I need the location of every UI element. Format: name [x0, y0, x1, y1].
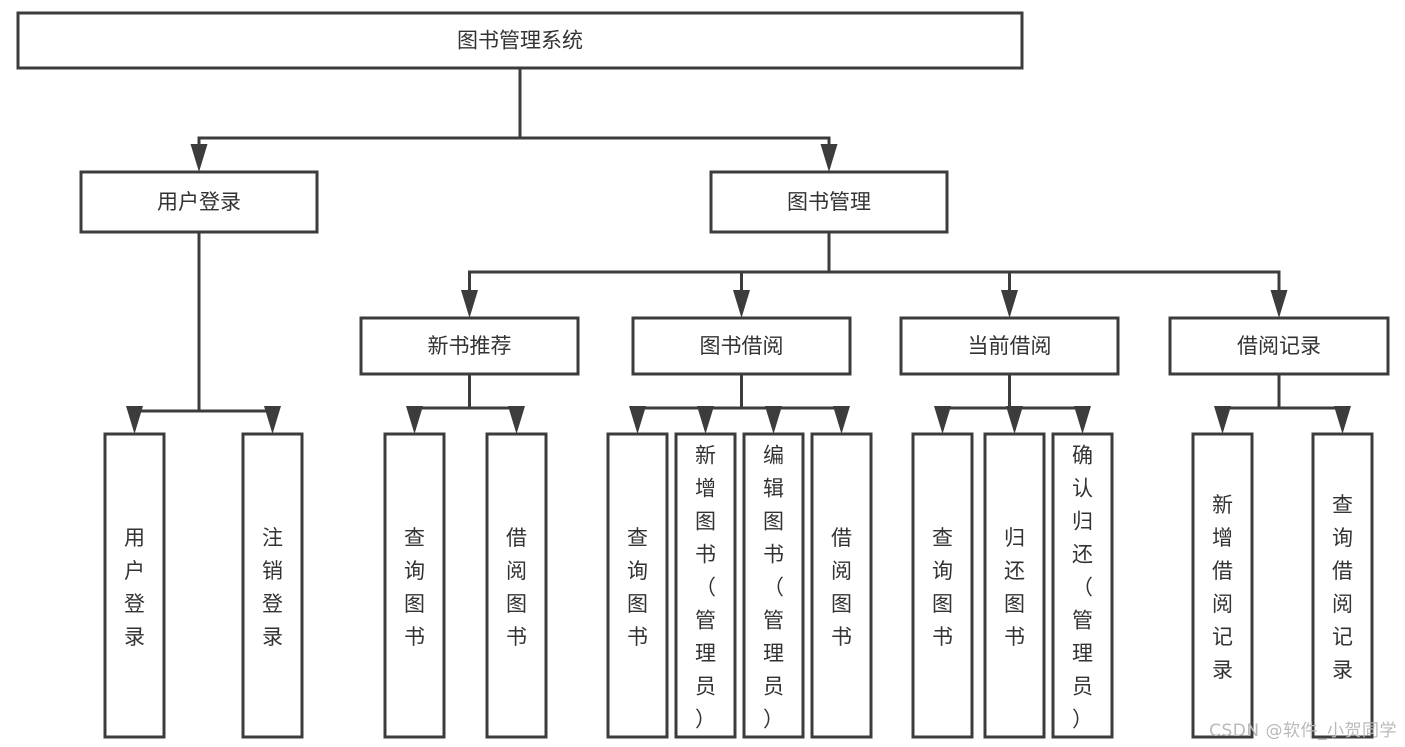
node-user-login[interactable]: 用户登录	[79, 170, 319, 234]
node-box-leaf-borrow-book-rec[interactable]	[485, 432, 548, 739]
node-label-leaf-user-login: 用户登录	[124, 526, 145, 649]
node-leaf-user-login[interactable]: 用户登录	[103, 432, 166, 739]
node-label-leaf-query-book-cur: 查询图书	[932, 526, 953, 649]
node-leaf-return-book[interactable]: 归还图书	[983, 432, 1046, 739]
node-box-leaf-query-book-rec[interactable]	[383, 432, 446, 739]
node-label-user-login: 用户登录	[157, 190, 241, 214]
node-box-current-borrow[interactable]	[899, 316, 1120, 376]
node-box-leaf-query-book[interactable]	[606, 432, 669, 739]
node-box-leaf-logout[interactable]	[241, 432, 304, 739]
node-label-leaf-add-book: 新增图书（管理员）	[695, 444, 716, 732]
arrow-head-leaf-logout	[264, 406, 281, 434]
arrow-head-leaf-edit-book	[765, 406, 782, 434]
node-leaf-query-book-cur[interactable]: 查询图书	[911, 432, 974, 739]
node-leaf-borrow-book-rec[interactable]: 借阅图书	[485, 432, 548, 739]
node-label-book-borrow: 图书借阅	[700, 334, 784, 358]
node-box-book-borrow[interactable]	[631, 316, 852, 376]
node-box-leaf-confirm-return[interactable]	[1051, 432, 1114, 739]
arrow-head-leaf-query-book	[629, 406, 646, 434]
node-box-user-login[interactable]	[79, 170, 319, 234]
node-box-leaf-edit-book[interactable]	[742, 432, 805, 739]
node-box-leaf-add-book[interactable]	[674, 432, 737, 739]
node-current-borrow[interactable]: 当前借阅	[899, 316, 1120, 376]
node-box-root[interactable]	[16, 11, 1024, 70]
arrow-head-leaf-add-record	[1214, 406, 1231, 434]
node-label-book-manage: 图书管理	[787, 190, 871, 214]
node-label-borrow-record: 借阅记录	[1237, 334, 1321, 358]
node-label-leaf-edit-book: 编辑图书（管理员）	[763, 444, 784, 732]
arrow-head-book-borrow	[733, 290, 750, 318]
arrow-head-leaf-borrow-book	[833, 406, 850, 434]
node-box-leaf-add-record[interactable]	[1191, 432, 1254, 739]
arrow-head-new-book-rec	[461, 290, 478, 318]
node-box-borrow-record[interactable]	[1168, 316, 1390, 376]
arrow-head-leaf-user-login	[126, 406, 143, 434]
arrow-head-leaf-confirm-return	[1074, 406, 1091, 434]
arrow-head-leaf-return-book	[1006, 406, 1023, 434]
csdn-watermark: CSDN @软件_小贺同学	[1209, 721, 1397, 741]
arrow-head-leaf-query-record	[1334, 406, 1351, 434]
node-box-new-book-rec[interactable]	[359, 316, 580, 376]
node-box-leaf-user-login[interactable]	[103, 432, 166, 739]
arrow-head-current-borrow	[1001, 290, 1018, 318]
node-leaf-query-record[interactable]: 查询借阅记录	[1311, 432, 1374, 739]
node-box-book-manage[interactable]	[709, 170, 949, 234]
node-book-borrow[interactable]: 图书借阅	[631, 316, 852, 376]
node-leaf-logout[interactable]: 注销登录	[241, 432, 304, 739]
node-leaf-add-book[interactable]: 新增图书（管理员）	[674, 432, 737, 739]
node-leaf-query-book[interactable]: 查询图书	[606, 432, 669, 739]
node-root[interactable]: 图书管理系统	[16, 11, 1024, 70]
node-label-new-book-rec: 新书推荐	[428, 334, 512, 358]
node-label-root: 图书管理系统	[457, 29, 583, 53]
node-label-leaf-query-record: 查询借阅记录	[1332, 493, 1353, 682]
node-leaf-add-record[interactable]: 新增借阅记录	[1191, 432, 1254, 739]
node-label-leaf-logout: 注销登录	[262, 526, 283, 649]
node-new-book-rec[interactable]: 新书推荐	[359, 316, 580, 376]
node-box-leaf-return-book[interactable]	[983, 432, 1046, 739]
node-leaf-query-book-rec[interactable]: 查询图书	[383, 432, 446, 739]
node-layer: 图书管理系统用户登录图书管理新书推荐图书借阅当前借阅借阅记录用户登录注销登录查询…	[16, 11, 1390, 739]
arrow-head-borrow-record	[1270, 290, 1288, 318]
node-label-leaf-confirm-return: 确认归还（管理员）	[1072, 444, 1093, 732]
arrow-head-book-manage	[820, 144, 838, 172]
node-label-leaf-return-book: 归还图书	[1004, 526, 1025, 649]
node-leaf-confirm-return[interactable]: 确认归还（管理员）	[1051, 432, 1114, 739]
arrow-head-leaf-add-book	[697, 406, 714, 434]
arrow-head-leaf-query-book-cur	[934, 406, 951, 434]
node-leaf-edit-book[interactable]: 编辑图书（管理员）	[742, 432, 805, 739]
node-label-leaf-query-book-rec: 查询图书	[404, 526, 425, 649]
node-box-leaf-query-record[interactable]	[1311, 432, 1374, 739]
node-borrow-record[interactable]: 借阅记录	[1168, 316, 1390, 376]
node-label-leaf-borrow-book-rec: 借阅图书	[506, 526, 527, 649]
node-label-leaf-borrow-book: 借阅图书	[831, 526, 852, 649]
arrow-head-leaf-query-book-rec	[406, 406, 423, 434]
node-label-leaf-add-record: 新增借阅记录	[1212, 493, 1233, 682]
arrow-head-leaf-borrow-book-rec	[508, 406, 525, 434]
node-leaf-borrow-book[interactable]: 借阅图书	[810, 432, 873, 739]
node-box-leaf-borrow-book[interactable]	[810, 432, 873, 739]
node-book-manage[interactable]: 图书管理	[709, 170, 949, 234]
node-label-leaf-query-book: 查询图书	[627, 526, 648, 649]
arrow-head-user-login	[190, 144, 208, 172]
node-label-current-borrow: 当前借阅	[968, 334, 1052, 358]
node-box-leaf-query-book-cur[interactable]	[911, 432, 974, 739]
connector-layer	[126, 66, 1351, 434]
